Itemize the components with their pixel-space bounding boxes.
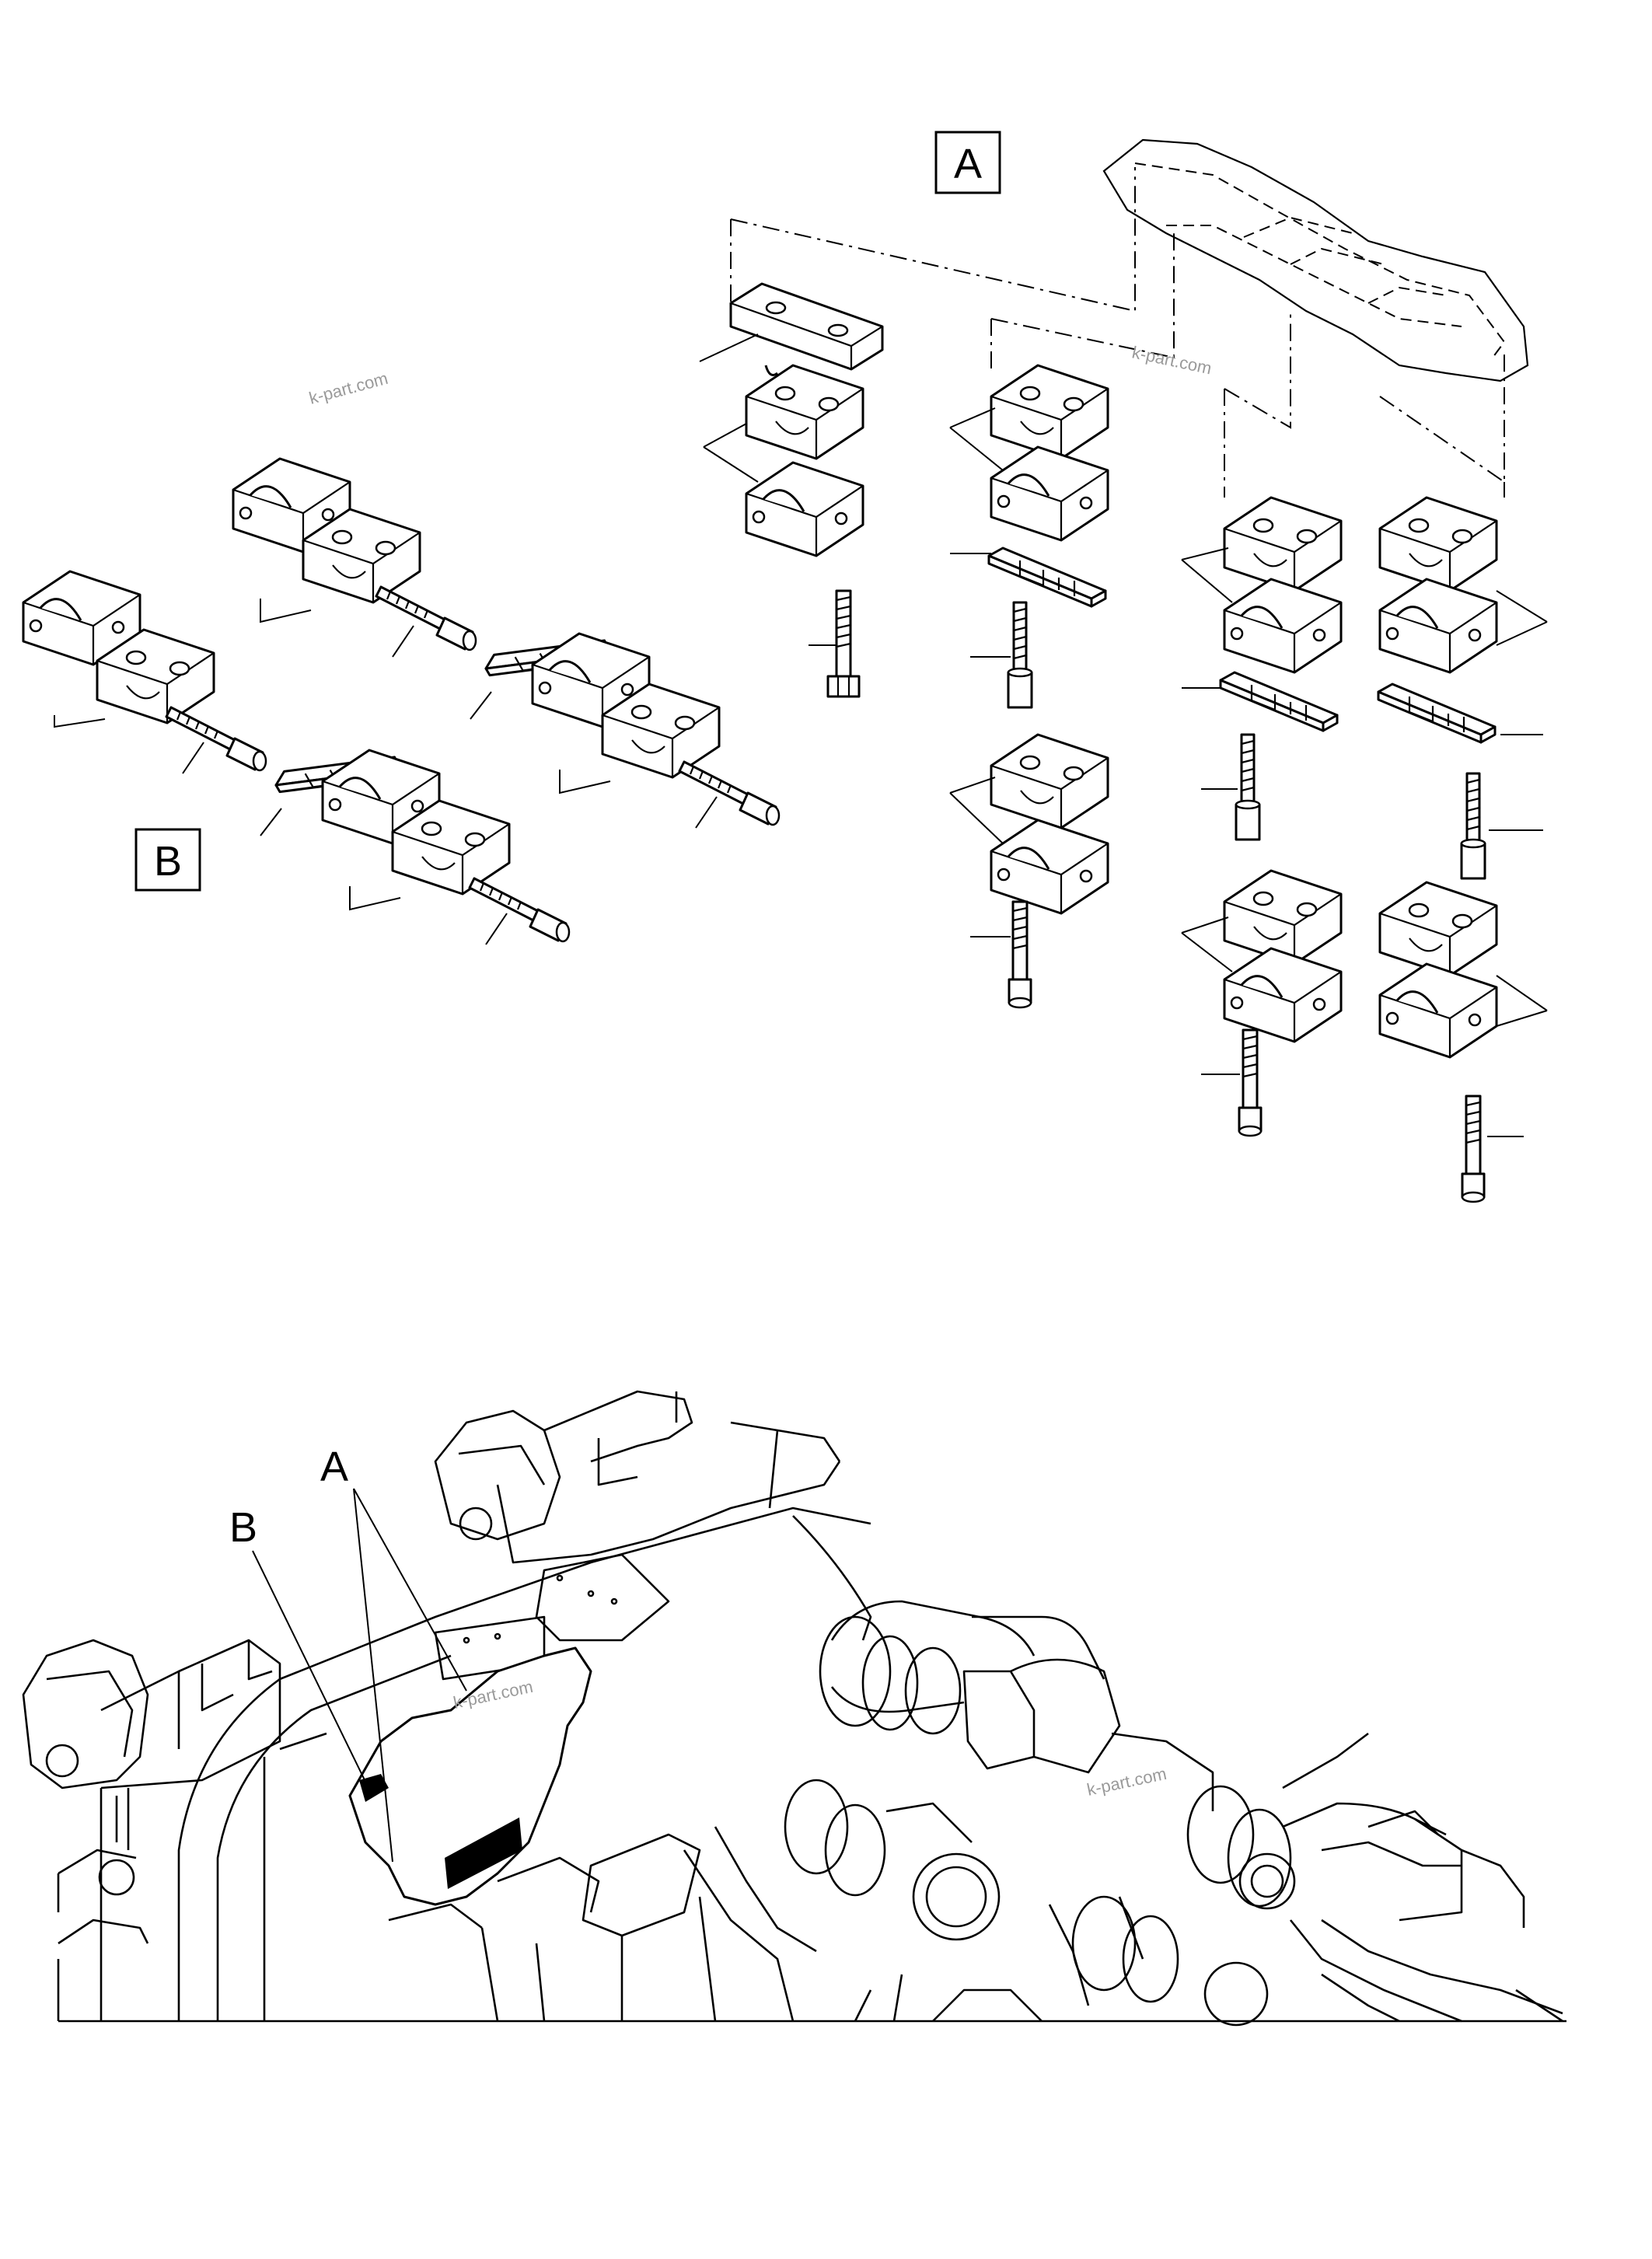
screw-with-sleeve	[1235, 733, 1261, 841]
view-callout-a: A	[320, 1444, 467, 1863]
clamp-half-bottom	[745, 461, 864, 557]
view-callout-b: B	[229, 1504, 369, 1789]
callout-box-a-label: A	[954, 141, 982, 187]
angled-screw	[678, 760, 781, 826]
clamp-half-top	[1223, 496, 1343, 592]
clamp-set-column-1	[699, 282, 884, 698]
assembly-lines	[730, 167, 1505, 498]
clamp-set-column-4	[1377, 496, 1548, 1203]
clamp-set-b	[22, 457, 781, 945]
clamp-half-bottom	[990, 819, 1109, 915]
location-b-marker	[359, 1774, 389, 1802]
clamp-half-bottom	[1223, 578, 1343, 674]
hex-bolt	[826, 589, 861, 698]
clamp-half-top	[990, 364, 1109, 460]
callout-box-b: B	[134, 828, 201, 892]
view-callout-b-label: B	[229, 1504, 257, 1551]
lock-plate	[1219, 671, 1339, 732]
lock-plate	[1377, 683, 1497, 744]
clamp-half-bottom	[1223, 947, 1343, 1043]
cap-screw	[1238, 1028, 1263, 1137]
screw-with-sleeve	[1007, 601, 1033, 709]
clamp-set-column-3	[1181, 496, 1343, 1137]
angled-screw	[165, 706, 267, 772]
clamp-half-top	[1223, 869, 1343, 965]
pipe-outline	[1102, 138, 1529, 382]
clamp-half-top	[1378, 496, 1498, 592]
cap-screw	[1008, 900, 1032, 1009]
callout-box-a: A	[934, 131, 1001, 194]
clamp-half-top	[990, 733, 1109, 829]
detail-panel: k-part.com	[348, 1646, 592, 1906]
watermark: k-part.com	[1130, 342, 1214, 378]
angled-screw	[468, 877, 571, 943]
lock-plate	[987, 546, 1107, 608]
clamp-half-bottom	[990, 445, 1109, 542]
watermark: k-part.com	[307, 368, 390, 408]
cap-screw	[1461, 1095, 1486, 1203]
clamp-half-top	[745, 364, 864, 460]
watermark: k-part.com	[1085, 1764, 1168, 1800]
engine-illustration	[22, 1390, 1566, 2027]
callout-box-b-label: B	[154, 838, 182, 885]
angled-screw	[375, 585, 477, 651]
view-callout-a-label: A	[320, 1444, 348, 1490]
clamp-half-bottom	[1378, 962, 1498, 1059]
screw-with-sleeve	[1460, 772, 1486, 880]
location-a-marker	[445, 1817, 522, 1889]
clamp-half-top	[1378, 881, 1498, 977]
clamp-set-column-2	[949, 364, 1109, 1009]
clamp-half-bottom	[1378, 578, 1498, 674]
